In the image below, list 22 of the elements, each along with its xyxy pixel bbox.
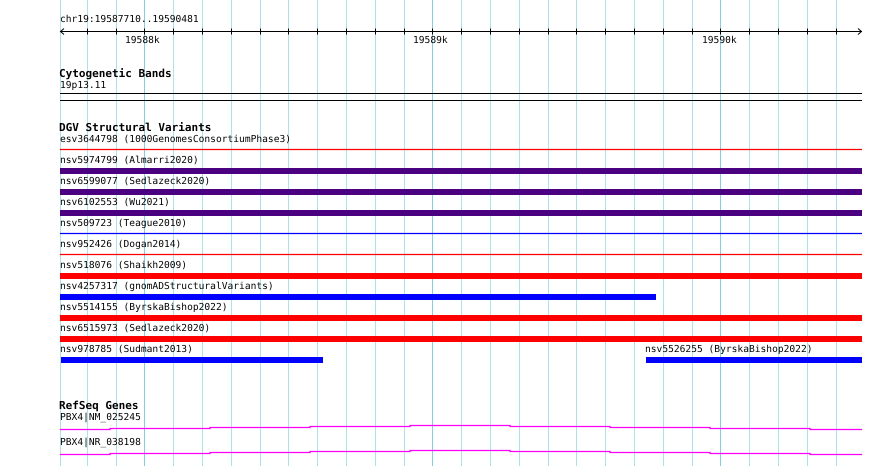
variant-label: nsv5514155 (ByrskaBishop2022) [60, 302, 228, 314]
variant-label: nsv5974799 (Almarri2020) [60, 155, 199, 167]
variant-label: nsv6515973 (Sedlazeck2020) [60, 323, 210, 335]
tick-label: 19589k [413, 35, 448, 47]
variant-label: nsv518076 (Shaikh2009) [60, 260, 188, 272]
variant-label: nsv5526255 (ByrskaBishop2022) [645, 344, 813, 356]
variant-label: nsv6102553 (Wu2021) [60, 197, 170, 209]
track-title: RefSeq Genes [59, 400, 138, 412]
gene-label: PBX4|NR_038198 [60, 437, 141, 449]
variant-label: nsv978785 (Sudmant2013) [60, 344, 193, 356]
tick-label: 19590k [702, 35, 737, 47]
variant-label: nsv4257317 (gnomADStructuralVariants) [60, 281, 274, 293]
variant-label: nsv952426 (Dogan2014) [60, 239, 182, 251]
gene-label: PBX4|NM_025245 [60, 412, 141, 424]
variant-label: esv3644798 (1000GenomesConsortiumPhase3) [60, 134, 292, 146]
cytoband-label: 19p13.11 [60, 80, 106, 92]
variant-label: nsv6599077 (Sedlazeck2020) [60, 176, 210, 188]
tick-label: 19588k [125, 35, 160, 47]
coordinate-label: chr19:19587710..19590481 [60, 14, 199, 26]
variant-label: nsv509723 (Teague2010) [60, 218, 188, 230]
track-title: DGV Structural Variants [59, 122, 212, 134]
track-title: Cytogenetic Bands [59, 68, 172, 80]
